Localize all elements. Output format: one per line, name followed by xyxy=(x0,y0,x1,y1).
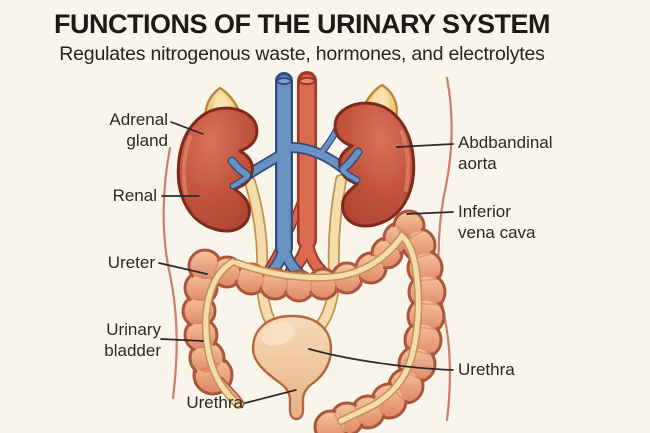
bladder-highlight xyxy=(261,322,295,346)
label-inferior-vena-cava: Inferior vena cava xyxy=(458,201,536,243)
leader-urethra-bottom xyxy=(244,389,297,404)
label-line: aorta xyxy=(458,154,497,173)
label-line: Urinary xyxy=(106,320,161,339)
body-outline-left xyxy=(162,146,178,400)
leader-urinary-bladder xyxy=(160,338,204,342)
leader-inferior-vena-cava xyxy=(406,211,454,215)
label-line: Abdbandinal xyxy=(458,133,553,152)
label-line: vena cava xyxy=(458,223,536,242)
label-abdominal-aorta: Abdbandinal aorta xyxy=(458,132,553,174)
label-urinary-bladder: Urinary bladder xyxy=(104,319,161,361)
label-ureter: Ureter xyxy=(107,253,155,272)
leader-urethra-right xyxy=(308,348,454,371)
page-title: FUNCTIONS OF THE URINARY SYSTEM xyxy=(53,9,551,39)
leader-abdominal-aorta xyxy=(396,143,454,148)
label-line: Inferior xyxy=(458,202,511,221)
urinary-bladder xyxy=(251,314,333,421)
label-line: gland xyxy=(126,131,168,150)
leader-lines xyxy=(158,121,454,404)
label-adrenal-gland: Adrenal gland xyxy=(109,109,168,151)
label-line: bladder xyxy=(104,341,161,360)
label-urethra-bottom: Urethra xyxy=(186,393,243,412)
label-renal: Renal xyxy=(112,186,157,205)
label-line: Adrenal xyxy=(109,110,168,129)
header: FUNCTIONS OF THE URINARY SYSTEM Regulate… xyxy=(0,9,604,66)
label-urethra-right: Urethra xyxy=(458,360,515,379)
leader-adrenal-gland xyxy=(170,121,204,135)
page-subtitle: Regulates nitrogenous waste, hormones, a… xyxy=(59,42,545,65)
kidney-right xyxy=(333,101,416,228)
renal-vessels xyxy=(227,147,363,190)
ureter-band-over-colon xyxy=(201,230,423,425)
leader-ureter xyxy=(158,262,208,275)
kidney-left xyxy=(176,106,259,233)
